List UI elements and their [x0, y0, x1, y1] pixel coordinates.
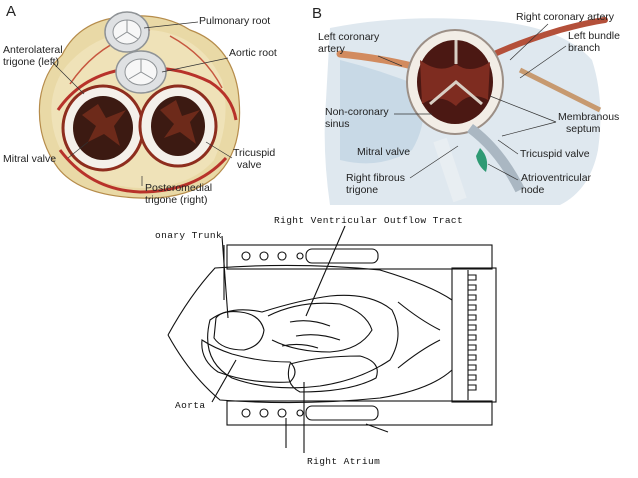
label-aortic-root: Aortic root	[229, 47, 277, 59]
label-mitral-valve-b: Mitral valve	[357, 146, 411, 158]
label-tricuspid-valve-a-line1: Tricuspid	[233, 147, 276, 159]
label-left-bundle-branch-line2: branch	[568, 42, 601, 54]
label-right-coronary-artery: Right coronary artery	[516, 11, 615, 23]
label-membranous-septum-line2: septum	[566, 123, 601, 135]
label-posteromedial-trigone-line1: Posteromedial	[145, 182, 213, 194]
label-right-fibrous-trigone-line1: Right fibrous	[346, 172, 405, 184]
label-left-bundle-branch-line1: Left bundle	[568, 30, 620, 42]
label-right-fibrous-trigone-line2: trigone	[346, 184, 379, 196]
label-atrioventricular-node-line1: Atrioventricular	[521, 172, 592, 184]
panel-a-letter: A	[6, 3, 17, 20]
label-aorta: Aorta	[175, 400, 206, 411]
label-posteromedial-trigone-line2: trigone (right)	[145, 194, 208, 206]
label-rvot: Right Ventricular Outflow Tract	[274, 215, 464, 226]
panel-b-letter: B	[312, 5, 323, 22]
label-non-coronary-sinus-line1: Non-coronary	[325, 106, 389, 118]
label-tricuspid-valve-b: Tricuspid valve	[520, 148, 590, 160]
label-atrioventricular-node-line2: node	[521, 184, 545, 196]
label-mitral-valve-a: Mitral valve	[3, 153, 57, 165]
label-pulmonary-trunk: onary Trunk	[155, 230, 223, 241]
label-left-coronary-artery-line1: Left coronary	[318, 31, 380, 43]
label-pulmonary-root: Pulmonary root	[199, 15, 271, 27]
label-anterolateral-trigone-line1: Anterolateral	[3, 44, 63, 56]
label-anterolateral-trigone-line2: trigone (left)	[3, 56, 60, 68]
label-tricuspid-valve-a-line2: valve	[237, 159, 262, 171]
label-right-atrium: Right Atrium	[307, 456, 381, 467]
label-membranous-septum-line1: Membranous	[558, 111, 620, 123]
label-non-coronary-sinus-line2: sinus	[325, 118, 350, 130]
label-left-coronary-artery-line2: artery	[318, 43, 345, 55]
